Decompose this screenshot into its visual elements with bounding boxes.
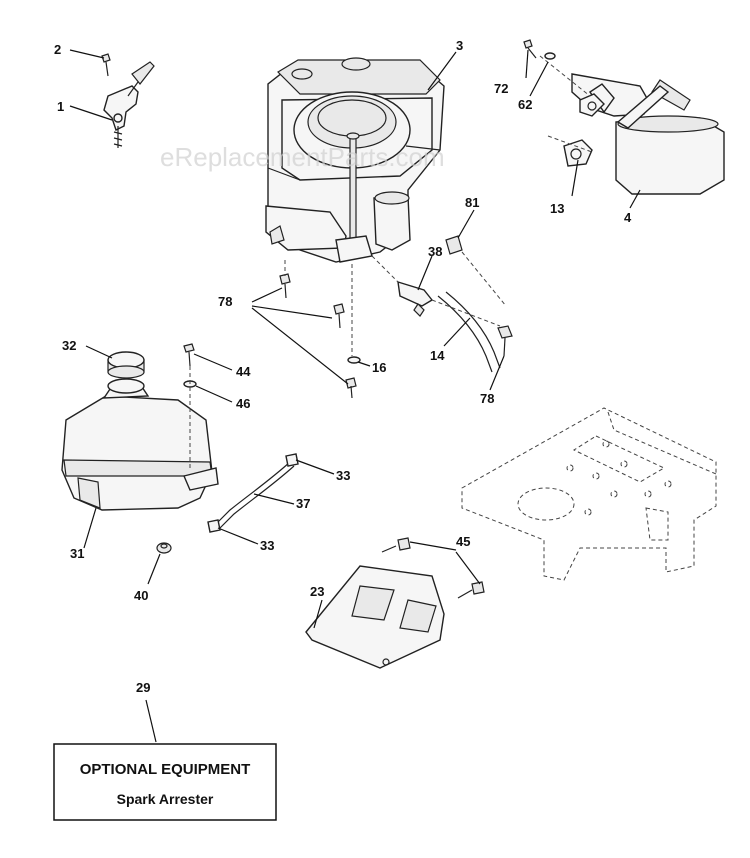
throttle-control — [101, 53, 155, 148]
callout-44: 44 — [236, 364, 251, 379]
tank-hardware — [183, 343, 197, 470]
callout-33-bottom: 33 — [260, 538, 274, 553]
callout-78-right: 78 — [480, 391, 494, 406]
optional-equipment-item: Spark Arrester — [117, 791, 214, 807]
callout-46: 46 — [236, 396, 250, 411]
optional-equipment-box: OPTIONAL EQUIPMENT Spark Arrester — [53, 743, 277, 821]
optional-equipment-title: OPTIONAL EQUIPMENT — [80, 761, 251, 778]
callout-40: 40 — [134, 588, 148, 603]
callout-33-top: 33 — [336, 468, 350, 483]
grommet — [156, 542, 172, 554]
tractor-frame — [461, 407, 717, 581]
callout-45: 45 — [456, 534, 470, 549]
callout-14: 14 — [430, 348, 445, 363]
callout-3: 3 — [456, 38, 463, 53]
callout-32: 32 — [62, 338, 76, 353]
callout-16: 16 — [372, 360, 386, 375]
callout-23: 23 — [310, 584, 324, 599]
callout-4: 4 — [624, 210, 632, 225]
engine — [265, 57, 445, 263]
callout-2: 2 — [54, 42, 61, 57]
leader-lines — [69, 49, 641, 743]
callout-13: 13 — [550, 201, 564, 216]
callout-29: 29 — [136, 680, 150, 695]
fuel-tank — [61, 351, 219, 511]
callout-numbers: 2 1 3 72 62 13 4 81 38 78 16 14 78 32 44… — [54, 38, 632, 695]
callout-37: 37 — [296, 496, 310, 511]
fuel-line — [207, 453, 299, 533]
callout-1: 1 — [57, 99, 64, 114]
engine-bolts — [279, 260, 361, 399]
callout-31: 31 — [70, 546, 84, 561]
watermark: eReplacementParts.com — [160, 142, 445, 172]
callout-38: 38 — [428, 244, 442, 259]
muffler-assembly — [523, 39, 725, 195]
callout-72: 72 — [494, 81, 508, 96]
callout-78-left: 78 — [218, 294, 232, 309]
mounting-plate — [305, 537, 485, 669]
oil-drain — [371, 235, 513, 373]
callout-62: 62 — [518, 97, 532, 112]
callout-81: 81 — [465, 195, 479, 210]
